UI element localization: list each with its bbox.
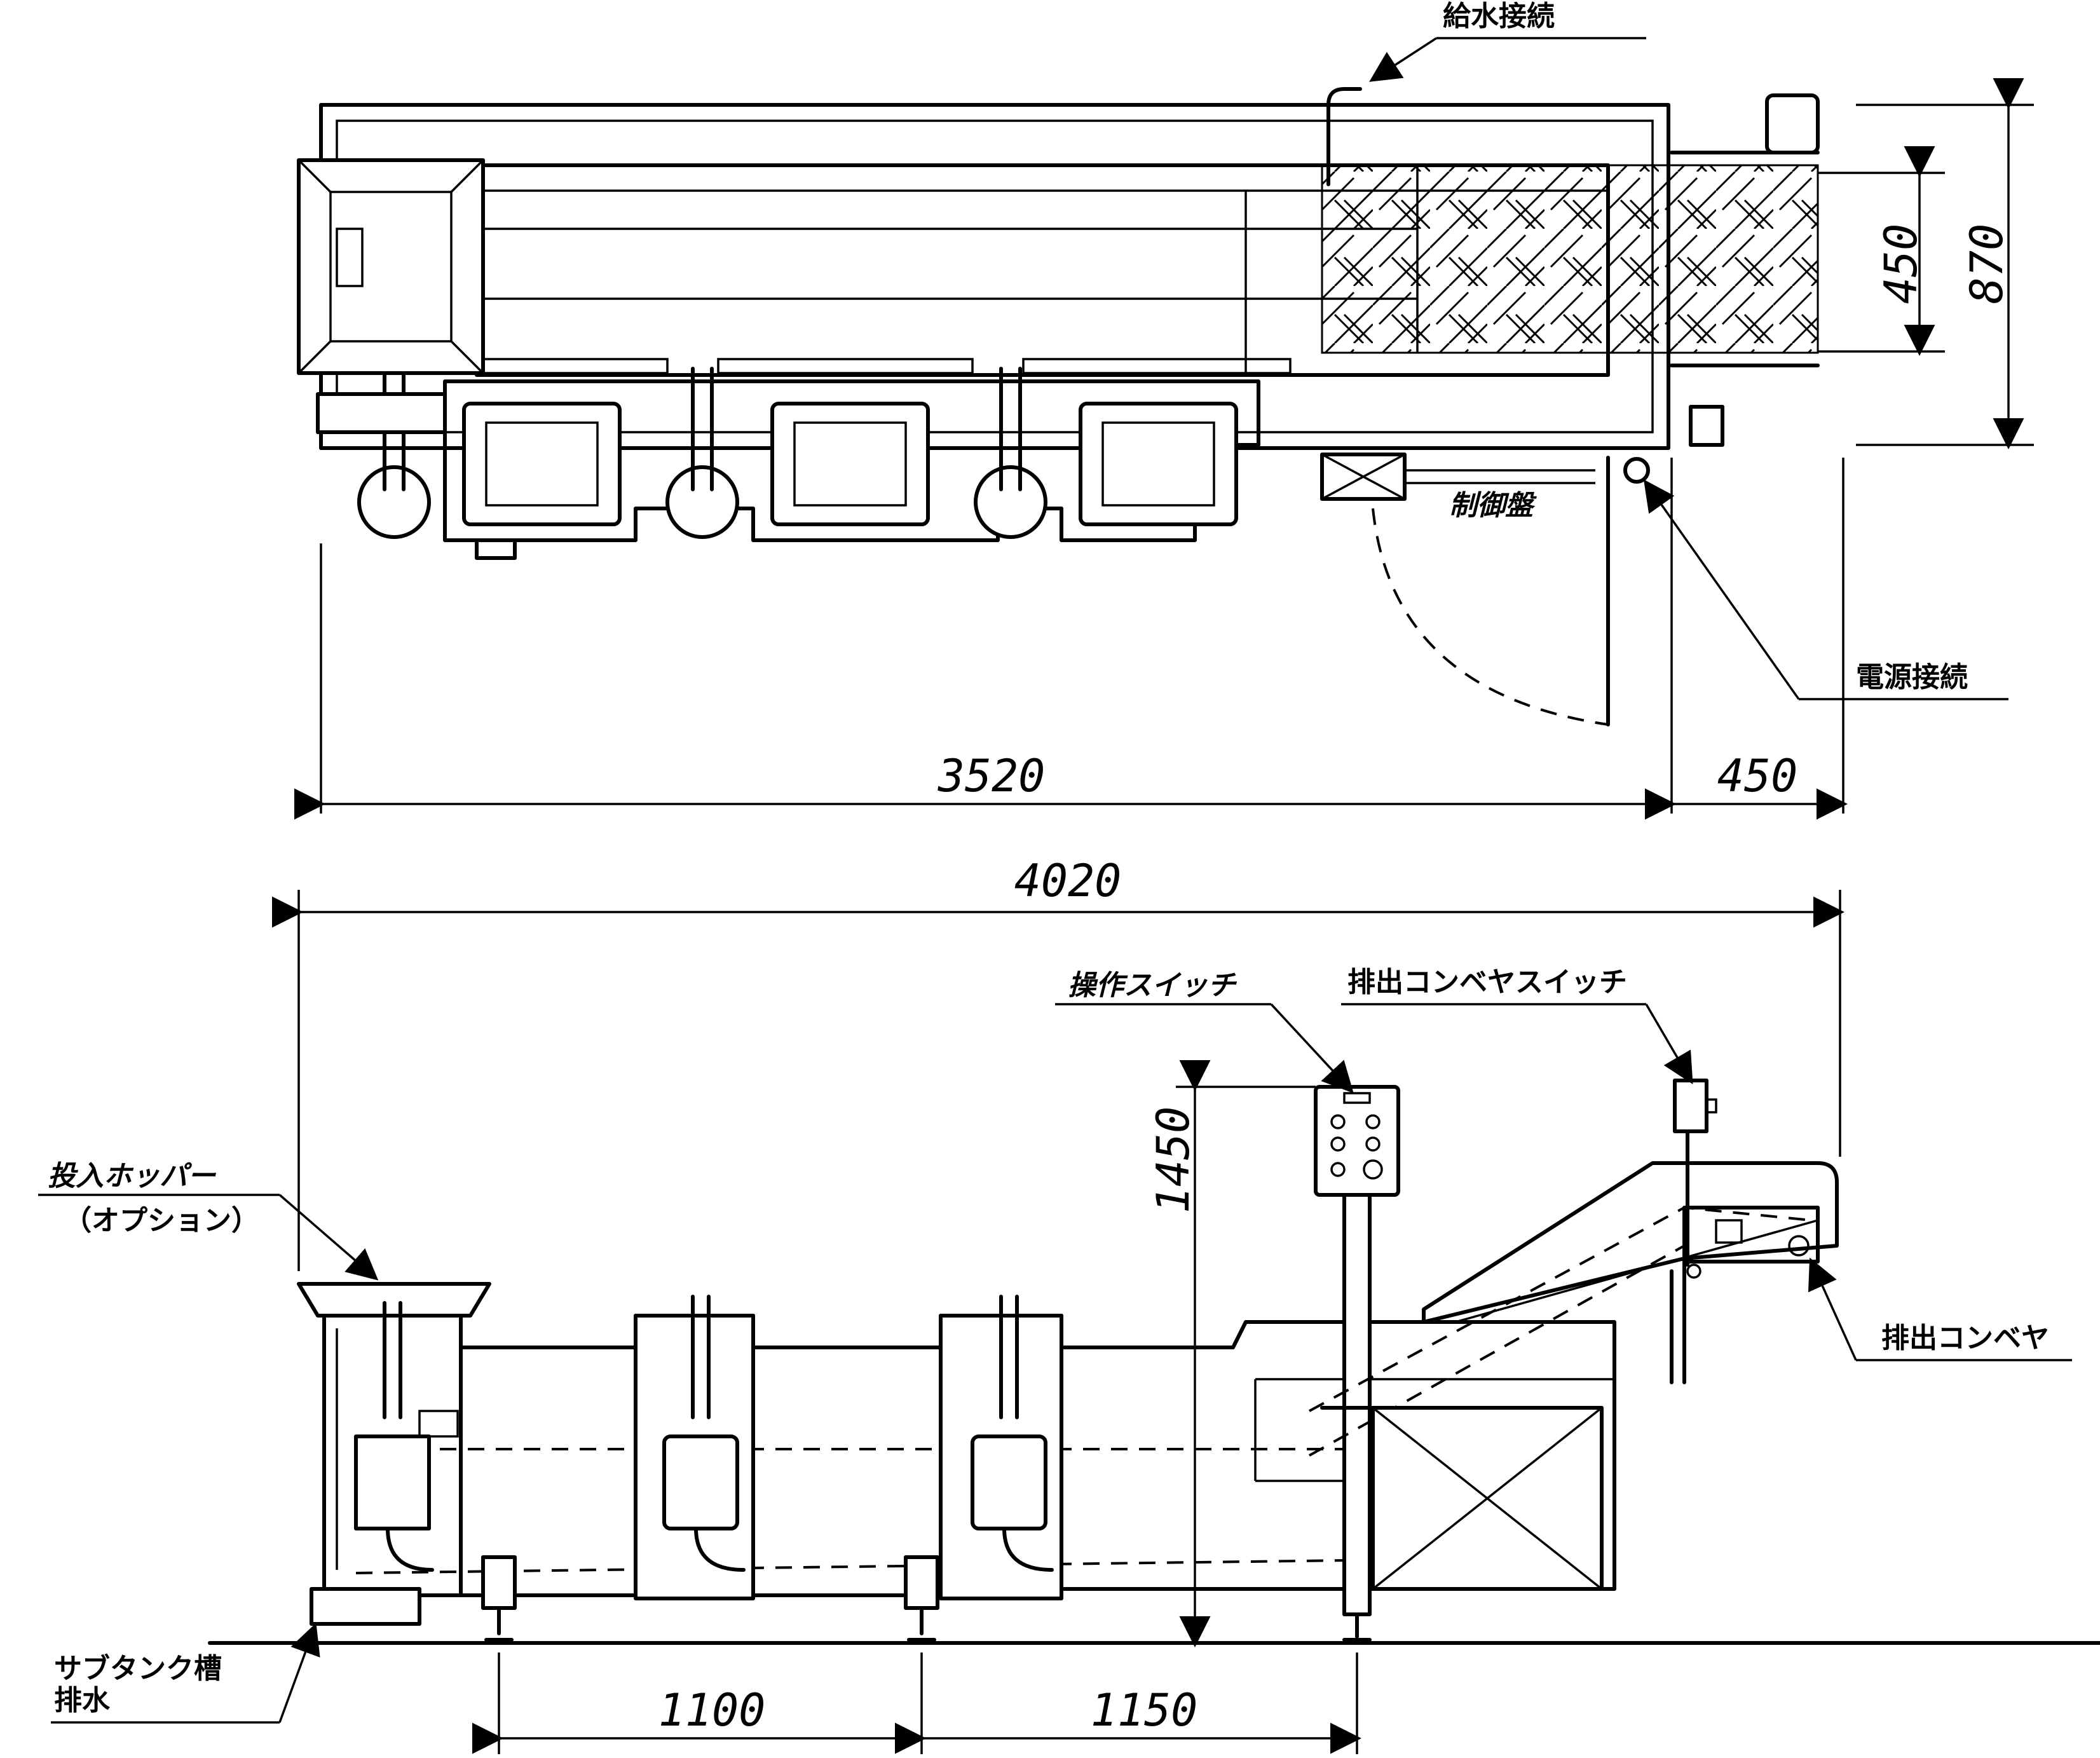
discharge-conveyor-side	[1309, 1079, 1839, 1457]
legs	[481, 1555, 939, 1642]
operation-switch-pillar	[1314, 1085, 1400, 1642]
dim-3520: 3520	[938, 750, 1046, 802]
water-supply-pipe	[1326, 87, 1362, 186]
conveyor-motor-top	[1765, 93, 1820, 154]
label-power: 電源接続	[1856, 661, 1968, 693]
top-callouts: 給水接続 制御盤 電源接続	[1369, 0, 2008, 700]
pumps-top	[316, 367, 1047, 560]
receiving-box-side	[1320, 1406, 1604, 1591]
label-hopper: 投入ホッパー	[48, 1160, 217, 1192]
hopper-side	[297, 1282, 491, 1626]
dim-870: 870	[1961, 224, 2013, 304]
label-discharge-conveyor: 排出コンベヤ	[1881, 1322, 2049, 1354]
dim-1150: 1150	[1091, 1684, 1198, 1736]
side-callouts: 操作スイッチ 排出コンベヤスイッチ 投入ホッパー （オプション） 排出コンベヤ …	[38, 966, 2072, 1724]
dim-1100: 1100	[658, 1684, 766, 1736]
filter-units	[662, 1295, 1054, 1572]
dim-450-width: 450	[1875, 224, 1927, 304]
dim-1450: 1450	[1147, 1107, 1199, 1214]
label-hopper-option: （オプション）	[64, 1204, 259, 1237]
top-view: 3520 450 450 870 給水接続 制御盤 電源接続	[294, 0, 2034, 820]
top-dimensions: 3520 450 450 870	[294, 78, 2034, 820]
discharge-conveyor-top	[1321, 164, 1819, 354]
label-subtank-line1: サブタンク槽	[54, 1652, 222, 1685]
dim-4020: 4020	[1014, 855, 1122, 907]
side-view: 4020	[38, 855, 2100, 1754]
power-connection-point	[1623, 457, 1650, 484]
hopper-top	[297, 158, 485, 375]
control-panel-top	[1320, 453, 1610, 726]
small-box-top	[1689, 405, 1724, 447]
label-subtank-line2: 排水	[54, 1684, 111, 1717]
label-control-panel: 制御盤	[1449, 489, 1537, 522]
chambers-top	[443, 379, 1260, 542]
nozzle-bars	[482, 358, 1292, 374]
dim-450-length: 450	[1717, 750, 1797, 802]
label-water-supply: 給水接続	[1443, 0, 1555, 32]
label-discharge-conveyor-switch: 排出コンベヤスイッチ	[1347, 966, 1627, 998]
label-operation-switch: 操作スイッチ	[1068, 969, 1238, 1002]
